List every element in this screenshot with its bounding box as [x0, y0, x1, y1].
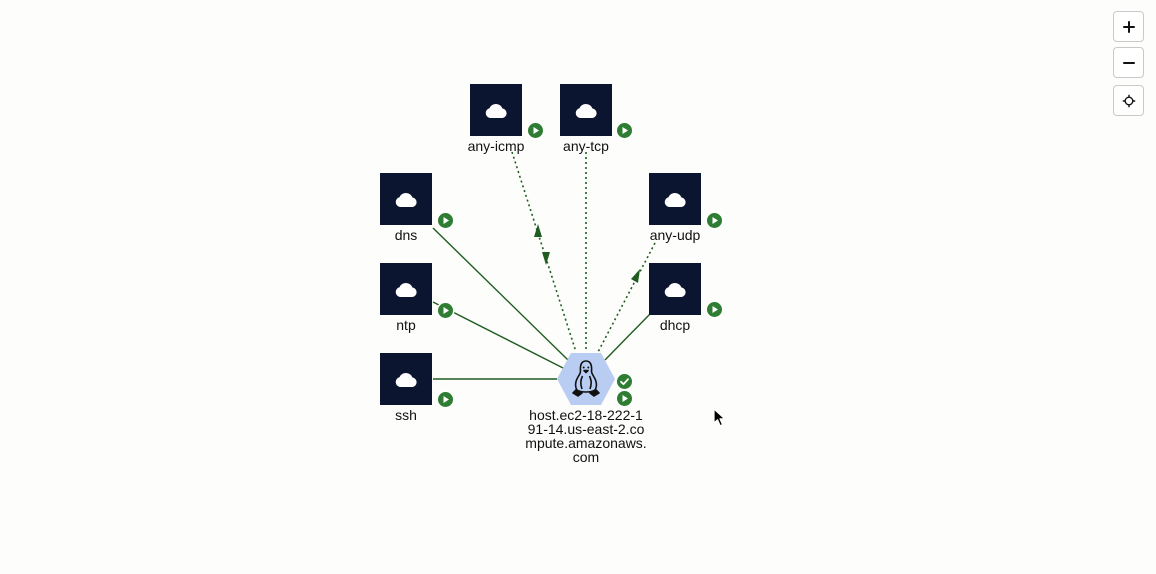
node-label: dns [394, 227, 418, 243]
node-dhcp-box[interactable] [649, 263, 701, 315]
play-button[interactable] [438, 213, 453, 228]
node-any-icmp-box[interactable] [470, 84, 522, 136]
node-label: ntp [396, 317, 416, 333]
play-button[interactable] [438, 303, 453, 318]
status-badge [617, 374, 632, 389]
node-label: any-icmp [467, 138, 525, 154]
cloud-icon [575, 103, 597, 118]
minus-icon [1122, 61, 1135, 64]
cloud-icon [395, 282, 417, 297]
cloud-icon [664, 282, 686, 297]
play-button[interactable] [707, 213, 722, 228]
play-icon [443, 307, 449, 314]
check-icon [620, 378, 629, 386]
node-dns-box[interactable] [380, 173, 432, 225]
plus-icon [1122, 20, 1135, 33]
crosshair-icon [1122, 94, 1135, 107]
host-label-line: com [572, 449, 600, 465]
linux-penguin-icon [572, 360, 600, 397]
edge-dns[interactable] [432, 227, 569, 361]
node-ssh-box[interactable] [380, 353, 432, 405]
host-label: host.ec2-18-222-1 91-14.us-east-2.co mpu… [516, 408, 656, 464]
arrowhead-any-udp [631, 269, 640, 283]
play-icon [443, 217, 449, 224]
edge-dhcp[interactable] [604, 313, 651, 361]
host-label-line: host.ec2-18-222-1 [529, 407, 643, 423]
play-icon [443, 396, 449, 403]
edge-ntp[interactable] [432, 301, 566, 370]
recenter-button[interactable] [1113, 85, 1144, 116]
host-label-line: 91-14.us-east-2.co [527, 421, 645, 437]
play-icon [712, 306, 718, 313]
host-label-line: mpute.amazonaws. [525, 435, 647, 451]
play-button[interactable] [528, 123, 543, 138]
arrowhead-any-icmp-down [542, 252, 550, 265]
edge-any-udp[interactable] [597, 242, 656, 353]
play-button[interactable] [617, 391, 632, 406]
play-icon [712, 217, 718, 224]
host-hexagon[interactable] [556, 352, 616, 406]
play-icon [533, 127, 539, 134]
cloud-icon [485, 103, 507, 118]
zoom-out-button[interactable] [1113, 47, 1144, 78]
node-label: any-tcp [563, 138, 609, 154]
play-button[interactable] [707, 302, 722, 317]
play-button[interactable] [438, 392, 453, 407]
node-any-tcp-box[interactable] [560, 84, 612, 136]
arrowhead-any-icmp-up [534, 224, 542, 237]
play-icon [622, 395, 628, 402]
node-any-udp-box[interactable] [649, 173, 701, 225]
zoom-in-button[interactable] [1113, 11, 1144, 42]
node-label: ssh [395, 407, 417, 423]
node-label: any-udp [649, 227, 701, 243]
cloud-icon [395, 372, 417, 387]
node-label: dhcp [659, 317, 691, 333]
cloud-icon [395, 192, 417, 207]
cloud-icon [664, 192, 686, 207]
play-button[interactable] [617, 123, 632, 138]
play-icon [622, 127, 628, 134]
node-ntp-box[interactable] [380, 263, 432, 315]
mouse-cursor-icon [713, 408, 726, 427]
